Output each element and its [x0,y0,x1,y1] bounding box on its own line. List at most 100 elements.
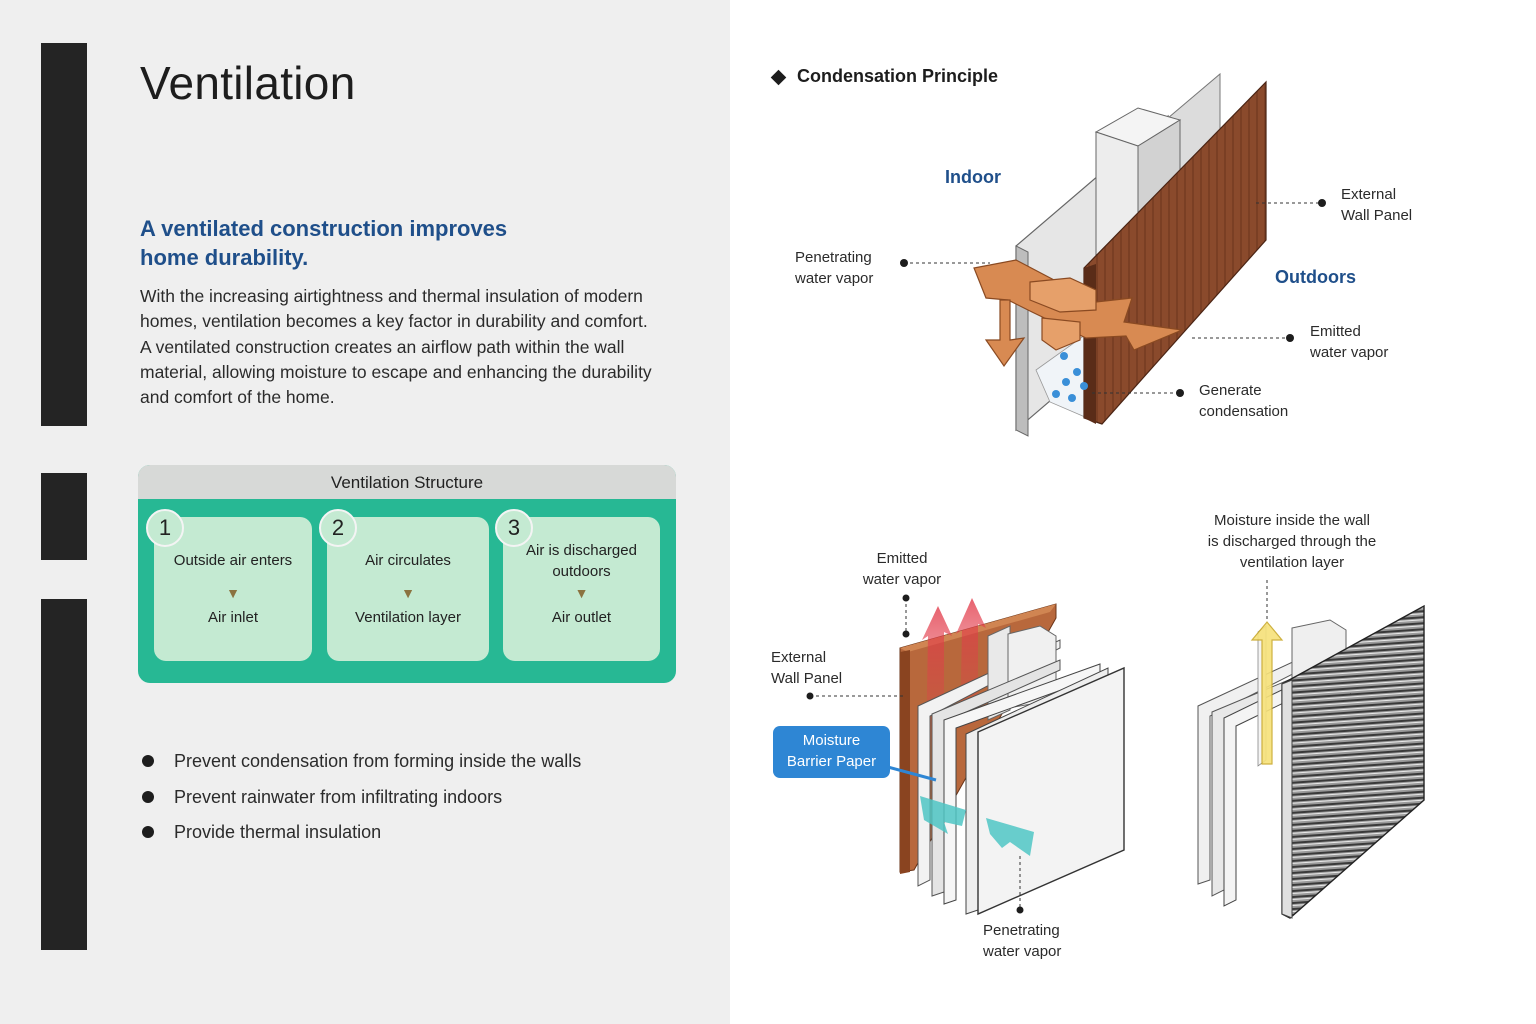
subtitle-line-2: home durability. [140,245,309,270]
step-description: Air circulates [327,550,489,571]
vapor-arrow-icon [986,818,1034,856]
air-discharge-arrow-icon [1250,621,1284,765]
intro-paragraph: With the increasing airtightness and the… [140,286,652,408]
leader-dots [806,594,1024,914]
step-description-line-2: outdoors [552,563,611,580]
condensation-droplets [1052,352,1088,402]
ventilation-structure-title: Ventilation Structure [138,465,676,499]
list-item: Prevent condensation from forming inside… [140,746,581,782]
barrier-callout-bg [773,726,890,778]
label-line-1: Emitted [1310,323,1361,340]
ventilation-discharge-caption: Moisture inside the wall is discharged t… [1186,510,1398,573]
step-description-line-1: Air is discharged [526,542,637,559]
bullet-icon [142,755,154,767]
wall-layers-diagram [773,594,1125,916]
label-line-1: External [771,649,827,666]
list-item: Provide thermal insulation [140,817,581,853]
indoor-label: Indoor [945,167,1001,187]
step-card-3: 3 Air is discharged outdoors ▼ Air outle… [495,509,660,661]
decorative-bar-top [41,43,87,426]
generate-condensation-label: Generate condensation [1199,380,1288,422]
label-line-1: Moisture [802,732,861,749]
leader-dots [900,199,1326,397]
label-line-2: water vapor [1310,344,1389,361]
moisture-barrier-paper-label: Moisture Barrier Paper [773,730,890,772]
bullet-icon [142,826,154,838]
step-description-line-1: Air circulates [365,552,451,569]
label-line-2: condensation [1199,403,1289,420]
barrier-callout-pointer [883,764,937,782]
step-number: 1 [146,509,184,547]
page-title: Ventilation [140,57,356,109]
interior-board [977,666,1125,916]
label-line-1: Penetrating [795,249,872,266]
label-line-2: Wall Panel [1341,207,1413,224]
label-line-2: water vapor [862,571,942,588]
label-line-2: water vapor [983,943,1062,960]
step-description: Outside air enters [154,550,312,571]
vapor-penetrating-arrows [920,796,1034,856]
water-drop-icon [1073,368,1081,376]
label-line-2: Barrier Paper [786,753,877,770]
benefit-list: Prevent condensation from forming inside… [140,746,581,853]
list-item-text: Prevent rainwater from infiltrating indo… [174,786,503,807]
ventilation-structure-box: Ventilation Structure 1 Outside air ente… [138,465,676,683]
list-item-text: Provide thermal insulation [174,822,382,842]
condensation-diagram [900,72,1326,437]
label-line-1: Emitted [876,550,928,567]
list-item: Prevent rainwater from infiltrating indo… [140,782,581,818]
decorative-bar-middle [41,473,87,560]
subtitle: A ventilated construction improves home … [140,214,560,272]
water-drop-icon [1052,390,1060,398]
bullet-icon [142,790,154,803]
emitted-vapor-label: Emitted water vapor [1310,321,1388,363]
emitted-vapor-label-bottom: Emitted water vapor [852,548,952,590]
step-card-1: 1 Outside air enters ▼ Air inlet [146,509,312,661]
insulation-layer [917,639,1061,887]
step-component: Air outlet [551,609,612,626]
downflow-arrow-icon [1041,317,1081,351]
caption-line-2: is discharged through the [1207,533,1377,550]
caption-line-1: Moisture inside the wall [1214,512,1370,529]
leader-lines [904,202,1322,394]
water-drop-icon [1062,378,1070,386]
down-arrow-icon: ▼ [401,585,415,601]
label-line-2: Wall Panel [771,670,843,687]
external-wall-panel-label: External Wall Panel [1341,184,1412,226]
wall-panel-edge [900,650,910,874]
metal-panel-edge [1281,679,1293,919]
vapor-arrow-icon [1029,277,1097,313]
label-line-1: Penetrating [983,922,1060,939]
penetrating-vapor-label: Penetrating water vapor [795,247,873,289]
external-wall-panel-label-bottom: External Wall Panel [771,647,842,689]
step-component: Air inlet [207,609,259,626]
water-drop-icon [1060,352,1068,360]
vapor-arrow-icon [920,796,966,834]
subtitle-line-1: A ventilated construction improves [140,216,508,241]
step-number: 2 [319,509,357,547]
penetrating-vapor-label-bottom: Penetrating water vapor [983,920,1061,962]
step-card-2: 2 Air circulates ▼ Ventilation layer [319,509,489,661]
step-component: Ventilation layer [355,609,461,626]
leader-lines [810,598,1021,908]
down-arrow-icon: ▼ [574,585,589,601]
airflow-arrows [973,259,1185,368]
step-number: 3 [495,509,533,547]
list-item-text: Prevent condensation from forming inside… [174,751,582,771]
decorative-bar-bottom [41,599,87,950]
step-description: Air is discharged outdoors [503,540,660,582]
downflow-arrow-icon [984,299,1026,368]
water-drop-icon [1080,382,1088,390]
label-line-1: Generate [1199,382,1262,399]
caption-line-3: ventilation layer [1239,554,1345,571]
label-line-1: External [1341,186,1397,203]
step-description-line-1: Outside air enters [173,552,293,569]
outdoors-label: Outdoors [1275,267,1356,287]
water-drop-icon [1068,394,1076,402]
down-arrow-icon: ▼ [226,585,240,601]
condensation-principle-title: Condensation Principle [797,66,999,86]
moisture-barrier-layer [943,663,1101,905]
ventilation-layer-diagram [1197,580,1425,919]
label-line-2: water vapor [795,270,874,287]
